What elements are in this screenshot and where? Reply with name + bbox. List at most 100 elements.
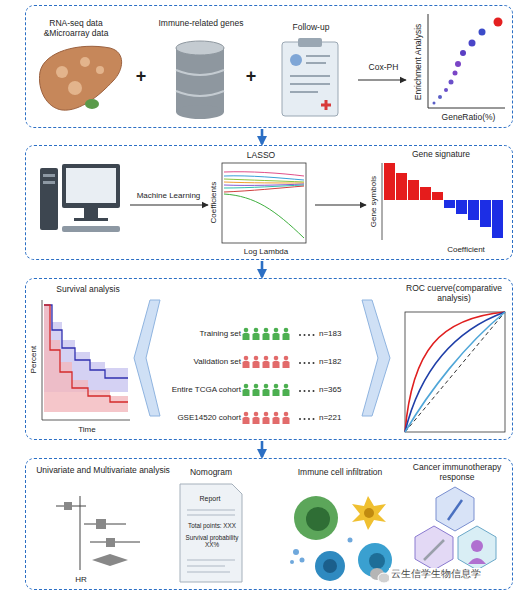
forest-plot — [92, 554, 128, 566]
text-label: Coefficient — [431, 245, 501, 254]
people-icons — [243, 333, 250, 340]
people-icons — [304, 390, 306, 392]
roc-plot — [405, 312, 505, 432]
immunotherapy-hexagons — [458, 526, 496, 570]
people-icons — [273, 361, 280, 368]
roc-plot — [405, 312, 505, 432]
text-label: Time — [67, 425, 107, 434]
axis-label: Coefficients — [209, 168, 218, 238]
enrichment-plot — [428, 14, 505, 108]
database-icon — [176, 41, 224, 55]
coefficient-bars — [420, 187, 431, 200]
computer-icon — [74, 218, 108, 221]
text-label: Survival analysis — [33, 285, 143, 295]
people-icons — [273, 333, 280, 340]
signature-arrow — [315, 204, 366, 205]
enrichment-plot — [469, 40, 476, 47]
people-icons — [308, 418, 310, 420]
text-label: Nomogram — [171, 468, 251, 478]
people-icons — [283, 333, 290, 340]
survival-plot — [44, 305, 128, 412]
people-icons — [254, 328, 259, 333]
liver-illustration — [56, 66, 68, 78]
people-icons — [243, 328, 315, 424]
coefficient-bars — [480, 200, 491, 227]
people-icons — [264, 412, 269, 417]
flow-panel: RNA-seq data &Microarray data+Immune-rel… — [25, 5, 513, 128]
people-icons — [264, 328, 269, 333]
people-icons — [243, 389, 250, 396]
people-icons — [308, 334, 310, 336]
computer-icon — [66, 168, 116, 203]
enrichment-plot — [433, 102, 436, 105]
database-icon — [176, 70, 224, 96]
text-label: Univariate and Multivariate analysis — [33, 466, 173, 476]
people-icons — [284, 384, 289, 389]
roc-plot — [405, 312, 505, 432]
immune-cells — [290, 560, 294, 564]
coefficient-bars — [492, 200, 503, 238]
database-icon — [176, 48, 224, 112]
clipboard-icon — [282, 38, 338, 116]
flow-panel: Survival analysisPercentTimeTraining set… — [25, 278, 513, 440]
flow-arrow — [261, 441, 264, 457]
enrichment-plot — [455, 61, 461, 67]
liver-illustration — [39, 46, 121, 110]
clipboard-icon — [290, 54, 302, 66]
people-icons — [263, 417, 270, 424]
immune-cells — [364, 508, 374, 518]
people-icons — [254, 384, 259, 389]
people-icons — [313, 362, 315, 364]
database-icon — [176, 41, 224, 119]
enrichment-plot — [494, 18, 503, 27]
coefficient-bars — [444, 200, 455, 208]
people-icons — [273, 389, 280, 396]
coefficient-bars — [408, 180, 419, 200]
text-label: Entire TCGA cohort — [163, 385, 241, 394]
immunotherapy-hexagons — [468, 558, 486, 564]
people-icons — [283, 361, 290, 368]
watermark: 云生信学生物信息学 — [389, 568, 483, 580]
text-label: Follow-up — [271, 23, 351, 33]
people-icons — [299, 362, 301, 364]
survival-plot — [44, 305, 128, 402]
plus-sign: + — [241, 67, 261, 85]
computer-icon — [62, 226, 120, 232]
watermark-icon — [370, 568, 390, 583]
immune-cells — [323, 559, 337, 573]
people-icons — [253, 361, 260, 368]
computer-icon — [43, 174, 55, 177]
enrichment-plot — [438, 95, 442, 99]
people-icons — [244, 412, 249, 417]
text-label: n=365 — [319, 385, 361, 394]
forest-plot — [96, 519, 106, 529]
immunotherapy-hexagons — [424, 540, 444, 560]
flow-panel: Machine LearningLASSOCoefficientsLog Lam… — [25, 145, 513, 260]
people-icons — [284, 328, 289, 333]
people-icons — [283, 417, 290, 424]
people-icons — [253, 417, 260, 424]
text-label: Machine Learning — [126, 191, 211, 200]
chevron-arrows — [134, 300, 160, 416]
ml-arrow — [130, 205, 208, 206]
people-icons — [308, 390, 310, 392]
lasso-plot — [224, 185, 304, 188]
immunotherapy-hexagons — [448, 500, 462, 520]
people-icons — [254, 356, 259, 361]
people-icons — [244, 356, 249, 361]
people-icons — [264, 356, 269, 361]
clipboard-icon — [282, 42, 338, 116]
survival-plot — [44, 305, 128, 378]
people-icons — [273, 417, 280, 424]
signature-arrow — [315, 205, 366, 206]
enrichment-plot — [449, 80, 454, 85]
forest-plot — [64, 502, 72, 510]
forest-plot — [56, 496, 140, 570]
lasso-plot — [224, 179, 304, 182]
clipboard-icon — [321, 100, 331, 110]
plus-sign: + — [131, 67, 151, 85]
immune-cells — [352, 496, 386, 530]
text-label: Training set — [163, 329, 241, 338]
people-icons — [308, 362, 310, 364]
